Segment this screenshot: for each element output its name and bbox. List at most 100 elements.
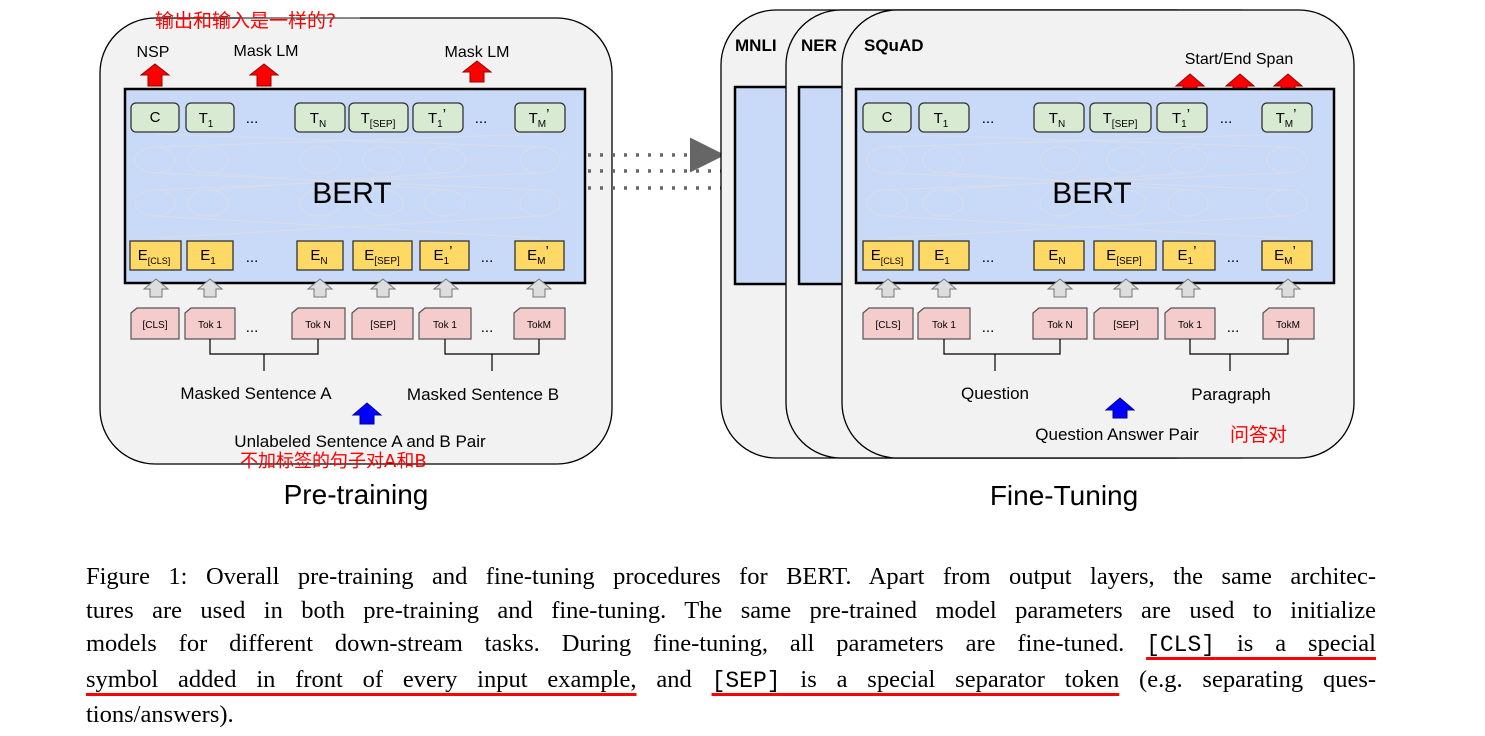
finetuning-input-arrow (1104, 397, 1136, 419)
caption-line-2: tures are used in both pre-training and … (86, 596, 1376, 624)
caption-line-1: Figure 1: Overall pre-training and fine-… (86, 563, 1376, 590)
input-token-tokm: TokM (527, 320, 551, 331)
annotation-qa-note: 问答对 (1230, 424, 1287, 446)
embedding-ellipsis-1: ... (246, 249, 259, 266)
ft-embedding-sep: E[SEP] (1106, 247, 1142, 267)
ft-output-token-tm-prime: TM’ (1276, 106, 1297, 130)
ft-output-token-tn: TN (1049, 110, 1065, 130)
paragraph-label: Paragraph (1191, 385, 1270, 404)
start-end-span-label: Start/End Span (1185, 51, 1294, 68)
ft-input-ellipsis-2: ... (1227, 319, 1240, 336)
cls-highlight-text: is a special (1215, 630, 1376, 657)
input-token-tokn: Tok N (305, 320, 331, 331)
input-token-cls: [CLS] (142, 320, 167, 331)
output-token-tsep: T[SEP] (361, 110, 396, 130)
ft-output-ellipsis-1: ... (982, 110, 995, 127)
annotation-top-note: 输出和输入是一样的? (155, 10, 336, 32)
pretraining-hidden-layers (134, 133, 561, 239)
mask-lm-label-1: Mask LM (234, 43, 299, 60)
caption-cls-highlight: [CLS] is a special (1146, 630, 1376, 658)
cls-token: [CLS] (1146, 632, 1216, 658)
ft-output-ellipsis-2: ... (1220, 110, 1233, 127)
output-token-t1: T1 (199, 110, 214, 130)
ft-output-token-tsep: T[SEP] (1103, 110, 1138, 130)
masked-sentence-b-label: Masked Sentence B (407, 385, 559, 404)
ft-input-token-cls: [CLS] (875, 320, 900, 331)
ft-input-ellipsis-1: ... (982, 319, 995, 336)
sep-highlight-text: is a special separator token (780, 665, 1120, 693)
embedding-n: EN (310, 247, 327, 267)
ft-input-token-tok1: Tok 1 (932, 320, 956, 331)
question-label: Question (961, 384, 1029, 403)
finetuning-hidden-layers (866, 133, 1308, 239)
ft-input-token-tokn: Tok N (1047, 320, 1073, 331)
figure-caption: Figure 1: Overall pre-training and fine-… (86, 560, 1376, 732)
input-token-tok1: Tok 1 (198, 320, 222, 331)
input-ellipsis-1: ... (246, 319, 259, 336)
ft-embedding-ellipsis-2: ... (1227, 249, 1240, 266)
caption-eg: (e.g. separating ques- (1119, 665, 1377, 693)
finetuning-input-tokens (862, 307, 1315, 340)
ft-embedding-1-prime: E1’ (1178, 243, 1197, 267)
pretraining-embeddings (129, 240, 565, 271)
ft-input-token-tok1-b: Tok 1 (1178, 320, 1202, 331)
ft-output-token-c: C (882, 109, 893, 126)
ft-embedding-ellipsis-1: ... (982, 249, 995, 266)
nsp-label: NSP (137, 44, 170, 61)
finetuning-title: Fine-Tuning (990, 480, 1138, 511)
bert-figure: NSP Mask LM Mask LM BERT C (99, 9, 1355, 511)
ft-embedding-cls: E[CLS] (871, 247, 904, 266)
ft-embedding-n: EN (1048, 247, 1065, 267)
task-mnli-label: MNLI (735, 36, 777, 55)
ft-output-token-t1-prime: T1’ (1172, 106, 1190, 130)
mask-lm-label-2: Mask LM (445, 44, 510, 61)
embedding-ellipsis-2: ... (481, 249, 494, 266)
caption-and: and (636, 665, 712, 693)
finetuning-output-tokens (862, 102, 1313, 133)
ft-input-token-tokm: TokM (1276, 320, 1300, 331)
embedding-1: E1 (200, 247, 216, 267)
output-ellipsis-1: ... (246, 110, 259, 127)
caption-symbol-highlight: symbol added in front of every input exa… (86, 665, 637, 693)
qa-pair-label: Question Answer Pair (1035, 425, 1199, 444)
pretraining-panel: NSP Mask LM Mask LM BERT C (99, 17, 613, 510)
pretraining-bert-label: BERT (312, 177, 391, 210)
embedding-cls: E[CLS] (138, 247, 171, 266)
finetuning-bert-label: BERT (1052, 177, 1131, 210)
output-token-tm-prime: TM’ (529, 106, 550, 130)
masked-sentence-a-label: Masked Sentence A (180, 384, 332, 403)
embedding-sep: E[SEP] (364, 247, 400, 267)
pretraining-gray-arrows (142, 278, 553, 298)
embedding-m-prime: EM’ (527, 243, 549, 267)
pretraining-output-tokens (130, 102, 566, 133)
output-token-c: C (150, 109, 161, 126)
pretraining-input-arrow (351, 402, 383, 425)
embedding-1-prime: E1’ (434, 243, 453, 267)
unlabeled-pair-label: Unlabeled Sentence A and B Pair (234, 432, 486, 451)
ft-input-token-sep: [SEP] (1113, 320, 1139, 331)
output-token-tn: TN (310, 110, 326, 130)
input-token-tok1-b: Tok 1 (433, 320, 457, 331)
ft-embedding-m-prime: EM’ (1274, 243, 1296, 267)
finetuning-gray-arrows (874, 278, 1302, 298)
input-token-sep: [SEP] (370, 320, 396, 331)
output-token-t1-prime: T1’ (428, 106, 446, 130)
caption-line-4: symbol added in front of every input exa… (86, 663, 1376, 699)
task-squad-label: SQuAD (864, 36, 924, 55)
finetuning-brackets (943, 339, 1289, 371)
pretraining-brackets (209, 339, 540, 371)
task-ner-label: NER (801, 36, 837, 55)
input-ellipsis-2: ... (481, 319, 494, 336)
pretraining-input-tokens (130, 307, 566, 340)
annotation-bottom-note: 不加标签的句子对A和B (240, 451, 427, 472)
caption-line-3: models for different down-stream tasks. … (86, 627, 1376, 663)
caption-line-3-text: models for different down-stream tasks. … (86, 630, 1147, 657)
caption-line-5: tions/answers). (86, 701, 234, 728)
output-ellipsis-2: ... (475, 110, 488, 127)
finetuning-embeddings (862, 240, 1313, 271)
pretraining-title: Pre-training (284, 479, 429, 510)
sep-token: [SEP] (711, 667, 781, 694)
pretraining-output-arrows (139, 60, 493, 87)
ft-output-token-t1: T1 (934, 110, 949, 130)
caption-sep-highlight: [SEP] is a special separator token (711, 665, 1120, 694)
